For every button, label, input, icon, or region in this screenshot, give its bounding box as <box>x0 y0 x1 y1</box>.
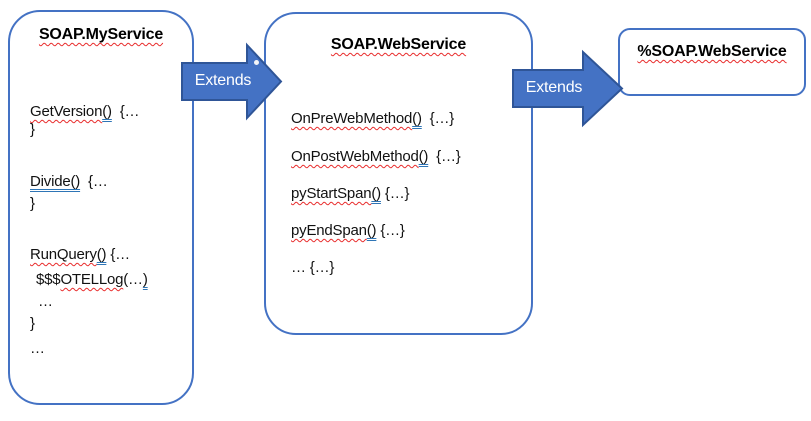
method-line: } <box>30 195 35 212</box>
code-text: () <box>102 103 112 120</box>
method-line: GetVersion() {… <box>30 103 140 120</box>
method-line: … <box>38 293 53 310</box>
code-text: {… <box>111 103 140 120</box>
code-text: GetVersion <box>30 103 103 120</box>
code-text: Divide() <box>30 173 81 190</box>
code-text: pyStartSpan <box>291 185 372 202</box>
method-line: OnPreWebMethod() {…} <box>291 110 454 127</box>
method-line: $$$OTELLog(…) <box>36 271 148 288</box>
code-text: () <box>96 246 107 263</box>
class-box-myservice: SOAP.MyService <box>8 10 194 405</box>
code-text: } <box>30 195 35 212</box>
code-text: … <box>30 340 45 357</box>
code-text: OnPostWebMethod <box>291 148 419 165</box>
method-line: OnPostWebMethod() {…} <box>291 148 461 165</box>
code-text: (… <box>123 271 143 288</box>
code-text: {… <box>106 246 130 263</box>
class-title-webservice: SOAP.WebService <box>330 36 467 53</box>
extends-label-1: Extends <box>194 72 252 89</box>
method-line: } <box>30 121 35 138</box>
code-text: () <box>418 148 429 165</box>
class-title-myservice: SOAP.MyService <box>38 26 164 43</box>
class-box-webservice: SOAP.WebService <box>264 12 533 335</box>
code-text: ) <box>142 271 148 288</box>
extends-label-2: Extends <box>525 79 583 96</box>
code-text: $$$ <box>36 271 61 288</box>
code-text: pyEndSpan <box>291 222 367 239</box>
code-text: OnPreWebMethod <box>291 110 413 127</box>
code-text: {…} <box>380 185 410 202</box>
code-text: … <box>38 293 53 310</box>
code-text: {…} <box>421 110 455 127</box>
method-line: } <box>30 315 35 332</box>
extends-arrow-icon <box>512 49 624 128</box>
method-line: RunQuery() {… <box>30 246 130 263</box>
code-text: OTELLog <box>60 271 124 288</box>
method-line: pyStartSpan() {…} <box>291 185 410 202</box>
stray-dot-artifact <box>254 60 259 65</box>
code-text: () <box>371 185 381 202</box>
code-text: … {…} <box>291 259 335 276</box>
code-text: } <box>30 315 35 332</box>
class-box-base: %SOAP.WebService <box>618 28 806 96</box>
method-line: … <box>30 340 45 357</box>
code-text: () <box>412 110 422 127</box>
method-line: pyEndSpan() {…} <box>291 222 405 239</box>
method-line: … {…} <box>291 259 334 276</box>
code-text: {… <box>80 173 108 190</box>
code-text: } <box>30 121 35 138</box>
class-title-base: %SOAP.WebService <box>637 43 787 60</box>
code-text: RunQuery <box>30 246 97 263</box>
method-line: Divide() {… <box>30 173 108 190</box>
code-text: () <box>366 222 377 239</box>
code-text: {…} <box>376 222 405 239</box>
code-text: {…} <box>428 148 461 165</box>
